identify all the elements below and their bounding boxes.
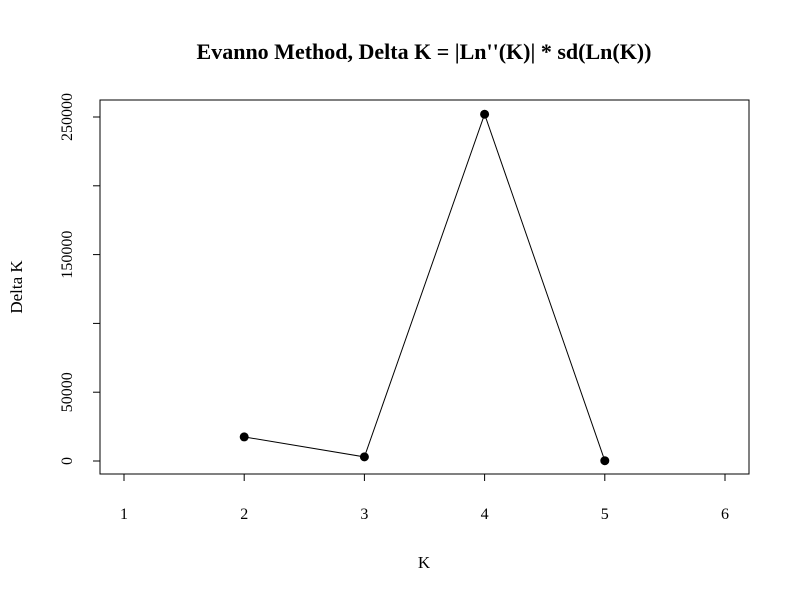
y-tick-label: 0 [59, 457, 76, 465]
data-point [239, 432, 249, 442]
y-tick-label: 250000 [59, 93, 76, 141]
x-tick-label: 3 [360, 506, 368, 523]
data-point [480, 109, 490, 119]
y-axis: 0 50000 150000 250000 [59, 93, 101, 465]
x-tick-label: 1 [120, 506, 128, 523]
x-tick-label: 4 [481, 506, 489, 523]
y-tick-label: 150000 [59, 231, 76, 279]
x-axis-label: K [418, 553, 431, 572]
x-tick-label: 6 [721, 506, 729, 523]
y-tick-label: 50000 [59, 372, 76, 412]
series-layer [239, 109, 610, 466]
x-axis: 1 2 3 4 5 6 [120, 473, 729, 523]
chart-title: Evanno Method, Delta K = |Ln''(K)| * sd(… [197, 39, 652, 64]
y-axis-label: Delta K [7, 260, 26, 314]
data-point [600, 456, 610, 466]
data-point [359, 452, 369, 462]
x-tick-label: 2 [240, 506, 248, 523]
x-tick-label: 5 [601, 506, 609, 523]
series-line [244, 112, 606, 461]
